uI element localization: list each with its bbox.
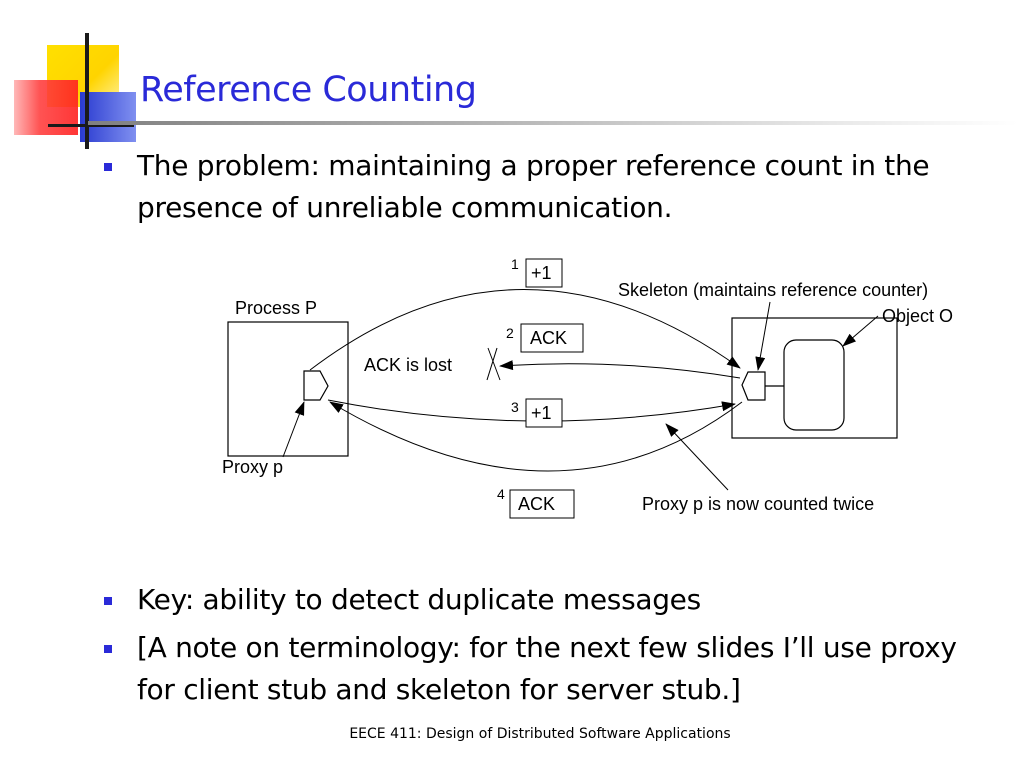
message-1-label: +1 <box>531 263 552 283</box>
reference-counting-diagram: Process P Proxy p Skeleton (maintains re… <box>222 256 953 519</box>
message-lost-cross-b <box>486 347 498 381</box>
message-3-step: 3 <box>511 399 519 415</box>
message-1-arrow <box>309 289 741 371</box>
message-3-label: +1 <box>531 403 552 423</box>
message-1-box <box>525 258 563 288</box>
bullet-marker <box>104 645 112 653</box>
message-2-label: ACK <box>530 328 567 348</box>
ack-lost-label: ACK is lost <box>364 355 452 375</box>
bullet-marker <box>104 597 112 605</box>
logo-blue-square <box>80 92 136 142</box>
message-2-box <box>520 323 584 353</box>
logo-horizontal-line <box>48 124 134 127</box>
proxy-shape <box>303 370 329 401</box>
message-4-label: ACK <box>518 494 555 514</box>
object-pointer-arrow <box>842 315 879 347</box>
slide-title: Reference Counting <box>140 70 477 110</box>
object-o-label: Object O <box>882 306 953 326</box>
bullet-terminology-note: [A note on terminology: for the next few… <box>137 631 957 706</box>
process-p-box <box>227 321 349 457</box>
object-o-shape <box>783 339 845 431</box>
message-1-step: 1 <box>511 256 519 272</box>
counted-twice-pointer-arrow <box>665 423 729 491</box>
message-3-box <box>525 398 563 428</box>
bullet-marker <box>104 163 112 171</box>
bullet-problem: The problem: maintaining a proper refere… <box>137 149 930 224</box>
message-4-step: 4 <box>497 486 505 502</box>
slide-footer: EECE 411: Design of Distributed Software… <box>349 726 731 742</box>
bullet-key: Key: ability to detect duplicate message… <box>137 583 701 616</box>
skeleton-label: Skeleton (maintains reference counter) <box>618 280 928 300</box>
title-underline <box>88 121 1018 125</box>
message-4-box <box>509 489 575 519</box>
counted-twice-label: Proxy p is now counted twice <box>642 494 874 514</box>
message-lost-cross-a <box>487 347 501 381</box>
message-2-arrow <box>499 360 741 379</box>
logo-vertical-line <box>85 33 89 149</box>
slide-logo <box>0 0 140 150</box>
skeleton-pointer-arrow <box>755 301 771 371</box>
process-p-label: Process P <box>235 298 317 318</box>
message-4-arrow <box>329 401 743 472</box>
proxy-pointer-arrow <box>282 401 305 458</box>
message-2-step: 2 <box>506 325 514 341</box>
proxy-p-label: Proxy p <box>222 457 283 477</box>
